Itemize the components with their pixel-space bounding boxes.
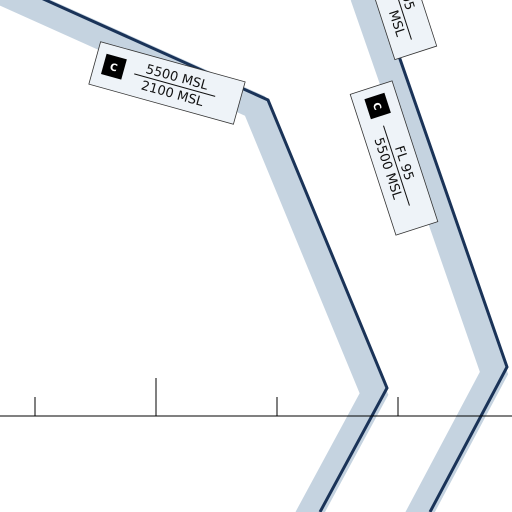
altitude-divider <box>389 0 412 40</box>
class-c-badge <box>364 92 391 120</box>
airspace-boundary-left-shade <box>0 0 389 512</box>
ceiling-altitude: 95 <box>397 0 416 12</box>
altitude-divider <box>134 73 216 97</box>
airspace-boundary-right-shade <box>350 0 509 512</box>
class-c-badge-text: C <box>109 62 119 75</box>
altitude-label-left: C 5500 MSL 2100 MSL <box>88 41 246 125</box>
scale-bar <box>0 378 512 417</box>
altitude-divider <box>383 125 410 206</box>
class-c-badge <box>100 53 127 80</box>
class-c-badge-text: C <box>370 101 383 111</box>
airspace-boundary-right <box>377 0 509 512</box>
altitude-label-right: C FL 95 5500 MSL <box>349 80 439 236</box>
altitude-label-top-box <box>351 0 438 61</box>
altitude-label-top-partial: 95 MSL <box>351 0 438 61</box>
airspace-boundary-left <box>41 0 389 512</box>
